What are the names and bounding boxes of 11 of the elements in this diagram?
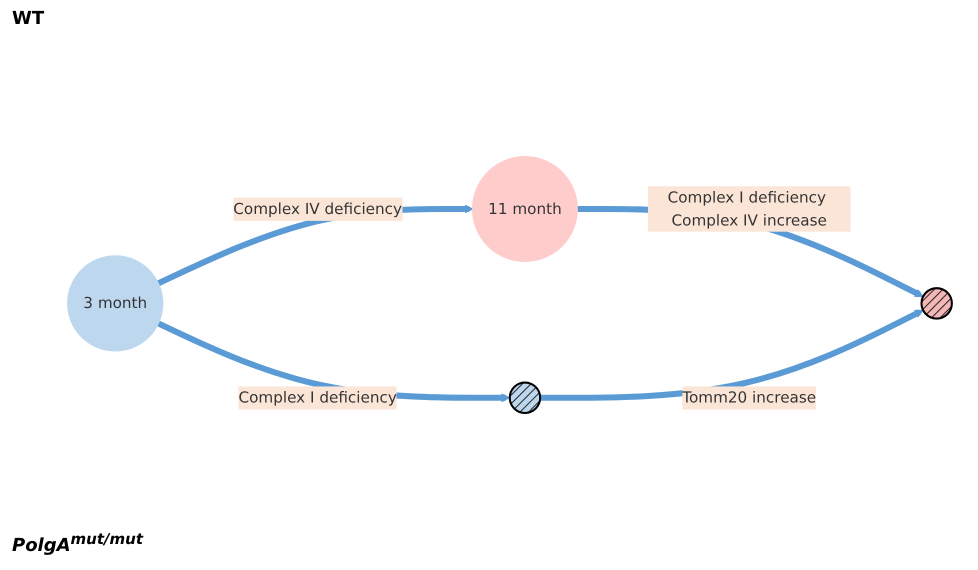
node-circle — [508, 382, 542, 414]
edge-label: Complex I deficiency Complex IV increase — [668, 188, 827, 230]
node-circle: 3 month — [67, 255, 164, 352]
arrow — [540, 309, 924, 401]
node-circle: 11 month — [472, 156, 578, 262]
edge-label: Complex IV deficiency — [233, 200, 402, 218]
group-label: WT — [12, 8, 44, 29]
edge-label: Tomm20 increase — [682, 388, 816, 407]
group-label: PolgA$^{mut/mut}$ — [12, 530, 143, 556]
node-circle — [920, 287, 953, 320]
edge-label: Complex I deficiency — [238, 388, 397, 407]
